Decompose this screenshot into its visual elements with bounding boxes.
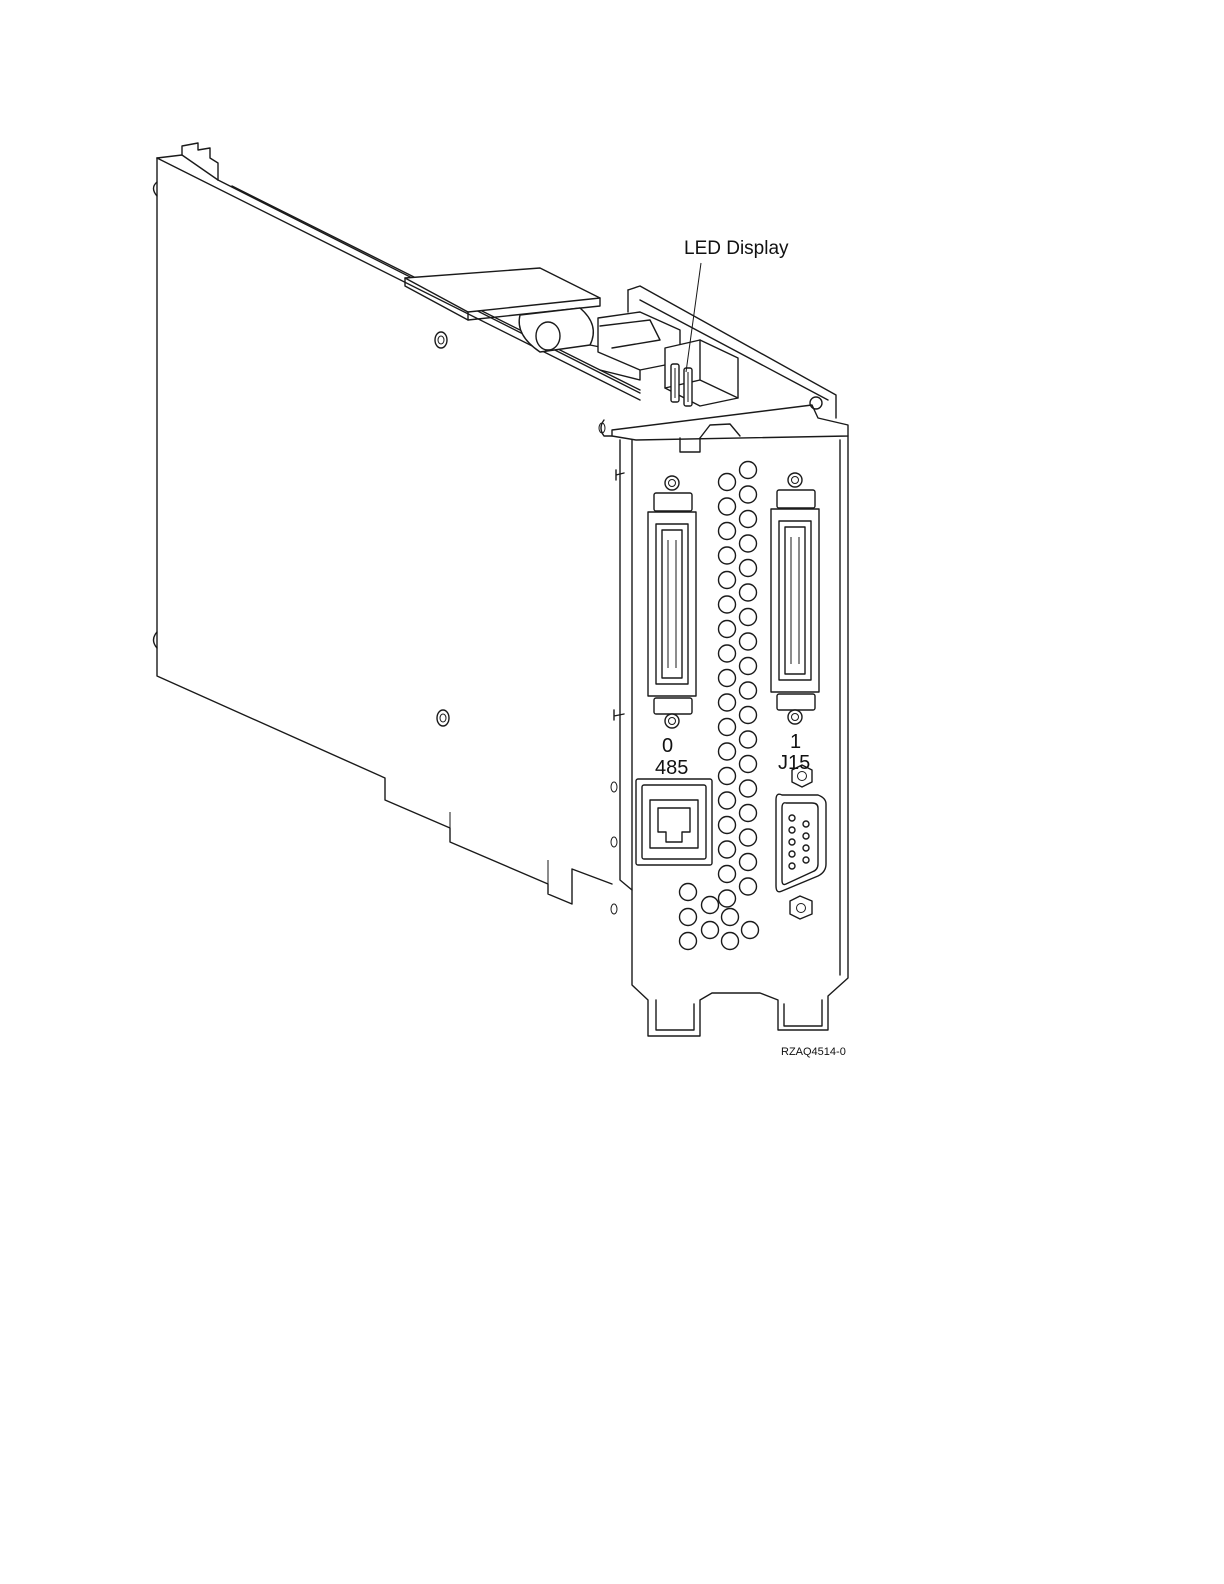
vent-hole <box>740 780 757 797</box>
j15-serial-port <box>776 765 826 919</box>
vent-hole <box>719 596 736 613</box>
vent-hole <box>740 462 757 479</box>
vent-hole <box>719 719 736 736</box>
vent-hole <box>719 523 736 540</box>
vent-hole <box>719 817 736 834</box>
vent-hole <box>740 511 757 528</box>
top-components <box>405 268 836 418</box>
rs485-port <box>636 779 712 865</box>
vent-hole <box>740 560 757 577</box>
port-1-label: 1 <box>790 731 801 753</box>
vent-hole <box>740 829 757 846</box>
vent-hole <box>680 933 697 950</box>
j15-standoff-lower <box>790 896 812 919</box>
vent-hole <box>740 682 757 699</box>
vent-hole <box>719 670 736 687</box>
db9-pin <box>789 827 795 833</box>
db9-pin <box>789 863 795 869</box>
vent-hole <box>722 933 739 950</box>
db9-pin <box>789 815 795 821</box>
vent-hole <box>740 486 757 503</box>
led-display-label: LED Display <box>684 238 789 259</box>
vent-hole <box>719 645 736 662</box>
vent-hole <box>740 707 757 724</box>
vent-hole <box>719 621 736 638</box>
db9-pin <box>803 845 809 851</box>
standoff-screw-upper <box>435 332 447 348</box>
scsi-connector-1 <box>771 473 819 724</box>
j15-label: J15 <box>778 752 810 774</box>
vent-hole <box>702 922 719 939</box>
vent-hole <box>742 922 759 939</box>
vent-hole <box>740 535 757 552</box>
vent-hole <box>719 694 736 711</box>
vent-hole <box>719 890 736 907</box>
vent-hole <box>740 731 757 748</box>
vent-hole <box>719 743 736 760</box>
vent-hole <box>719 841 736 858</box>
vent-hole <box>740 805 757 822</box>
port-0-label: 0 <box>662 735 673 757</box>
vent-hole <box>680 884 697 901</box>
db9-pin <box>789 851 795 857</box>
db9-pin <box>789 839 795 845</box>
vent-hole <box>719 474 736 491</box>
vent-hole <box>740 633 757 650</box>
vent-hole <box>719 547 736 564</box>
db9-pin <box>803 857 809 863</box>
db9-pin <box>803 821 809 827</box>
vent-hole <box>740 609 757 626</box>
vent-hole <box>740 878 757 895</box>
vent-hole <box>702 897 719 914</box>
vent-hole <box>719 792 736 809</box>
led-display-module <box>665 340 738 406</box>
figure-id: RZAQ4514-0 <box>781 1046 846 1058</box>
standoff-screw-lower <box>437 710 449 726</box>
card-body <box>154 143 641 904</box>
rs485-label: 485 <box>655 757 688 779</box>
vent-hole <box>740 854 757 871</box>
vent-hole <box>740 756 757 773</box>
vent-hole <box>740 658 757 675</box>
vent-hole <box>680 909 697 926</box>
scsi-connector-0 <box>648 476 696 728</box>
vent-hole <box>722 909 739 926</box>
vent-hole <box>740 584 757 601</box>
vent-hole <box>719 498 736 515</box>
vent-hole <box>719 866 736 883</box>
vent-hole <box>719 572 736 589</box>
db9-pin <box>803 833 809 839</box>
vent-hole <box>719 768 736 785</box>
